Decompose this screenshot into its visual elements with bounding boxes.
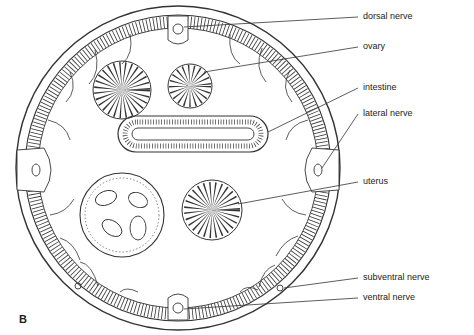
intestine-lumen: [132, 128, 254, 140]
lateral-nerve: [314, 164, 322, 176]
uterus: [80, 173, 164, 257]
leader-lines: [184, 17, 358, 309]
cuticle-outer: [16, 6, 340, 330]
ovary-rays: [180, 76, 201, 97]
nerve-label: ventral nerve: [362, 292, 416, 303]
muscle-fibres: [32, 22, 324, 314]
lateral-chord: [17, 148, 51, 192]
egg: [93, 188, 118, 209]
lateral-chord: [305, 148, 339, 192]
intestine-cells: [125, 122, 261, 146]
egg: [99, 216, 125, 240]
nerve-label: dorsal nerve: [362, 11, 414, 22]
organ-label: ovary: [362, 41, 386, 52]
nerve-label: subventral nerve: [362, 272, 431, 283]
dorsal-nerve: [173, 24, 183, 34]
gonad-section: [182, 180, 242, 240]
egg: [130, 216, 146, 240]
uterus-wall: [85, 178, 159, 252]
ovary-outline: [93, 61, 151, 119]
subventral-nerve: [75, 283, 81, 289]
subventral-nerve: [277, 285, 283, 291]
muscle-cells: [48, 34, 308, 292]
organ-label: uterus: [362, 176, 389, 187]
ventral-nerve: [173, 303, 183, 313]
organ-label: intestine: [362, 82, 398, 93]
dorsal-chord: [168, 16, 188, 44]
gonad-rays: [198, 196, 226, 224]
nerve-label: lateral nerve: [362, 108, 414, 119]
cuticle-inner: [25, 15, 331, 321]
ventral-chord: [168, 294, 188, 320]
ovary-rays: [108, 76, 136, 104]
egg: [126, 189, 150, 210]
ovary-outline: [168, 64, 212, 108]
intestine-wall: [118, 116, 268, 152]
muscle-inner-edge: [38, 28, 318, 308]
figure-letter: B: [18, 314, 28, 325]
lateral-nerve: [32, 164, 40, 176]
